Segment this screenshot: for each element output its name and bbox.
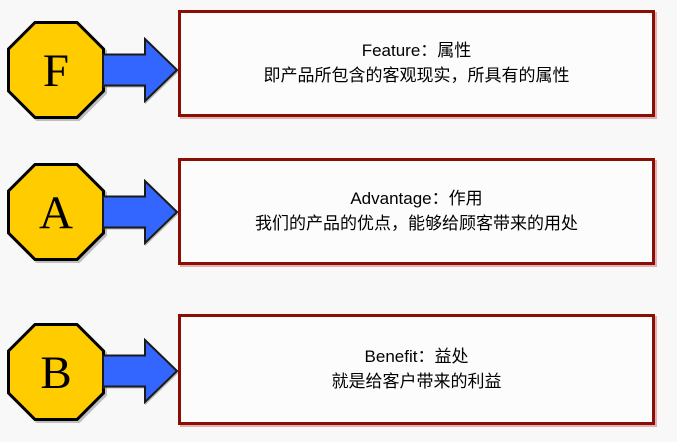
arrow-benefit <box>102 338 179 404</box>
octagon-letter: A <box>39 187 73 239</box>
octagon-letter: F <box>42 45 70 97</box>
octagon-benefit: B <box>6 322 106 422</box>
octagon-shape <box>7 163 105 261</box>
benefit-description: 就是给客户带来的利益 <box>331 371 502 391</box>
advantage-description: 我们的产品的优点，能够给顾客带来的用处 <box>255 213 578 233</box>
feature-heading: Feature：属性 <box>361 41 472 61</box>
right-arrow-icon <box>102 179 179 245</box>
right-arrow-icon <box>102 338 179 404</box>
benefit-heading: Benefit：益处 <box>364 347 469 367</box>
arrow-feature <box>102 37 179 103</box>
octagon-advantage: A <box>6 162 106 262</box>
feature-description: 即产品所包含的客观现实，所具有的属性 <box>263 65 570 85</box>
textbox-benefit: Benefit：益处 就是给客户带来的利益 <box>178 314 655 425</box>
right-arrow-icon <box>102 37 179 103</box>
octagon-shape <box>7 21 105 119</box>
arrow-advantage <box>102 179 179 245</box>
advantage-heading: Advantage：作用 <box>350 189 483 209</box>
textbox-feature: Feature：属性 即产品所包含的客观现实，所具有的属性 <box>178 10 655 117</box>
octagon-letter: B <box>40 347 72 399</box>
octagon-shape <box>7 323 105 421</box>
octagon-feature: F <box>6 20 106 120</box>
textbox-advantage: Advantage：作用 我们的产品的优点，能够给顾客带来的用处 <box>178 158 655 265</box>
